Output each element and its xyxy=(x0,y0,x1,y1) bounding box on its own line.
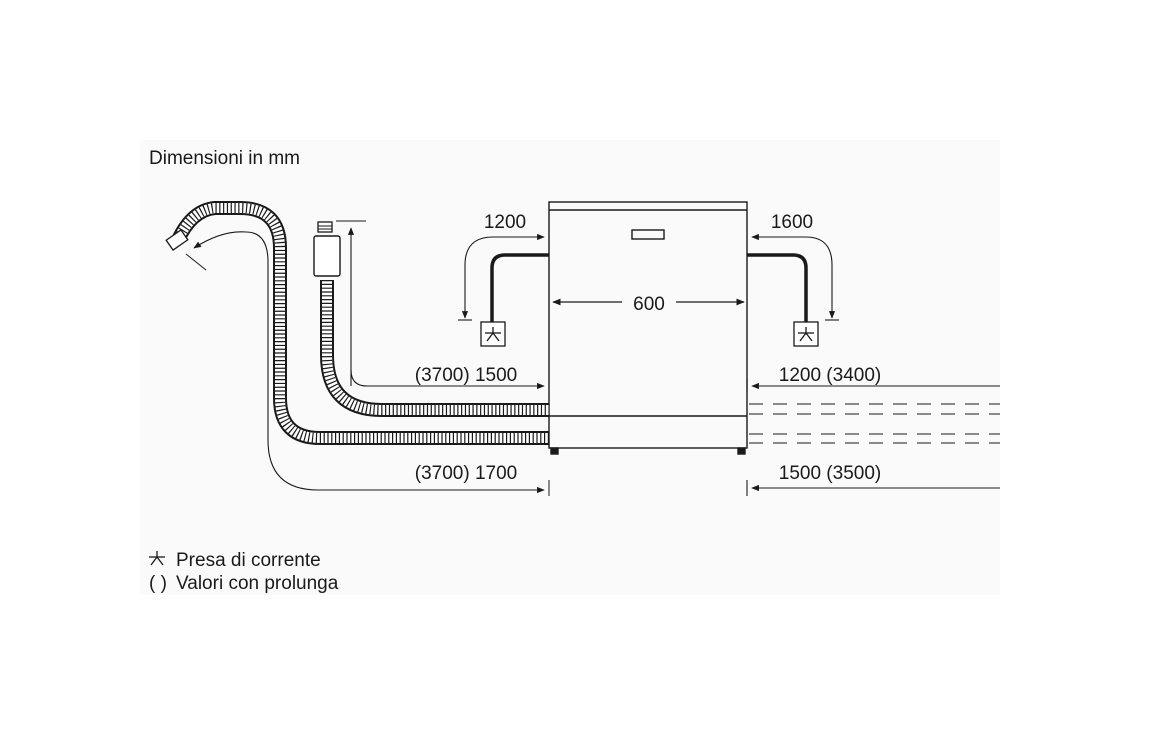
width-label: 600 xyxy=(633,294,665,315)
legend-socket-text: Presa di corrente xyxy=(176,550,321,571)
left-lower-hose-label: (3700) 1700 xyxy=(415,463,517,484)
right-hoses xyxy=(746,378,1000,496)
left-top-label: 1200 xyxy=(484,212,526,233)
right-lower-label: 1500 (3500) xyxy=(779,463,881,484)
right-upper-label: 1200 (3400) xyxy=(779,365,881,386)
inlet-hose: (3700) 1700 xyxy=(165,201,550,496)
left-power-cable: 1200 xyxy=(458,212,549,347)
drain-hose: (3700) 1500 xyxy=(313,220,550,417)
legend-paren-symbol: ( ) xyxy=(149,573,167,594)
control-panel-display xyxy=(631,229,665,240)
left-upper-hose-label: (3700) 1500 xyxy=(415,365,517,386)
diagram-title: Dimensioni in mm xyxy=(149,148,300,169)
dishwasher-body xyxy=(548,201,748,455)
right-top-label: 1600 xyxy=(771,212,813,233)
left-socket-icon xyxy=(480,321,506,347)
right-socket-icon xyxy=(793,321,819,347)
socket-legend-icon xyxy=(149,551,165,566)
right-power-cable: 1600 xyxy=(747,212,839,347)
legend: Presa di corrente ( ) Valori con prolung… xyxy=(149,550,339,594)
width-dimension: 600 xyxy=(552,294,745,315)
hose-connector xyxy=(165,229,189,251)
aquastop-valve xyxy=(313,221,341,277)
legend-paren-text: Valori con prolunga xyxy=(176,573,339,594)
